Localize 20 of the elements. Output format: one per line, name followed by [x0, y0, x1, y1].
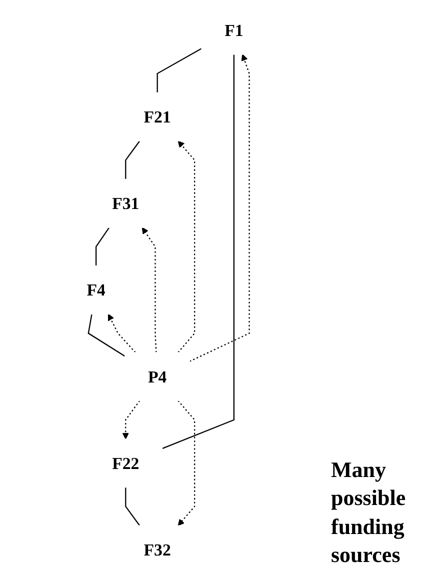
node-text: P4 — [148, 367, 167, 386]
connector — [95, 227, 110, 266]
arrow — [142, 227, 157, 352]
node-text: F32 — [144, 540, 171, 560]
node-text: F4 — [86, 280, 106, 300]
node-text: F22 — [112, 454, 140, 473]
connector — [125, 140, 140, 180]
node-text: F1 — [224, 20, 244, 40]
arrow — [108, 314, 136, 353]
node-text: F21 — [144, 107, 171, 126]
connector — [125, 487, 140, 526]
connector — [162, 54, 235, 450]
connector — [156, 48, 202, 93]
arrow — [178, 140, 196, 353]
arrow — [178, 400, 196, 526]
node-text: F31 — [112, 194, 140, 213]
arrow — [189, 54, 250, 362]
arrow — [122, 400, 140, 440]
connector — [88, 314, 126, 357]
note-text: Many possible funding sources — [331, 456, 407, 570]
